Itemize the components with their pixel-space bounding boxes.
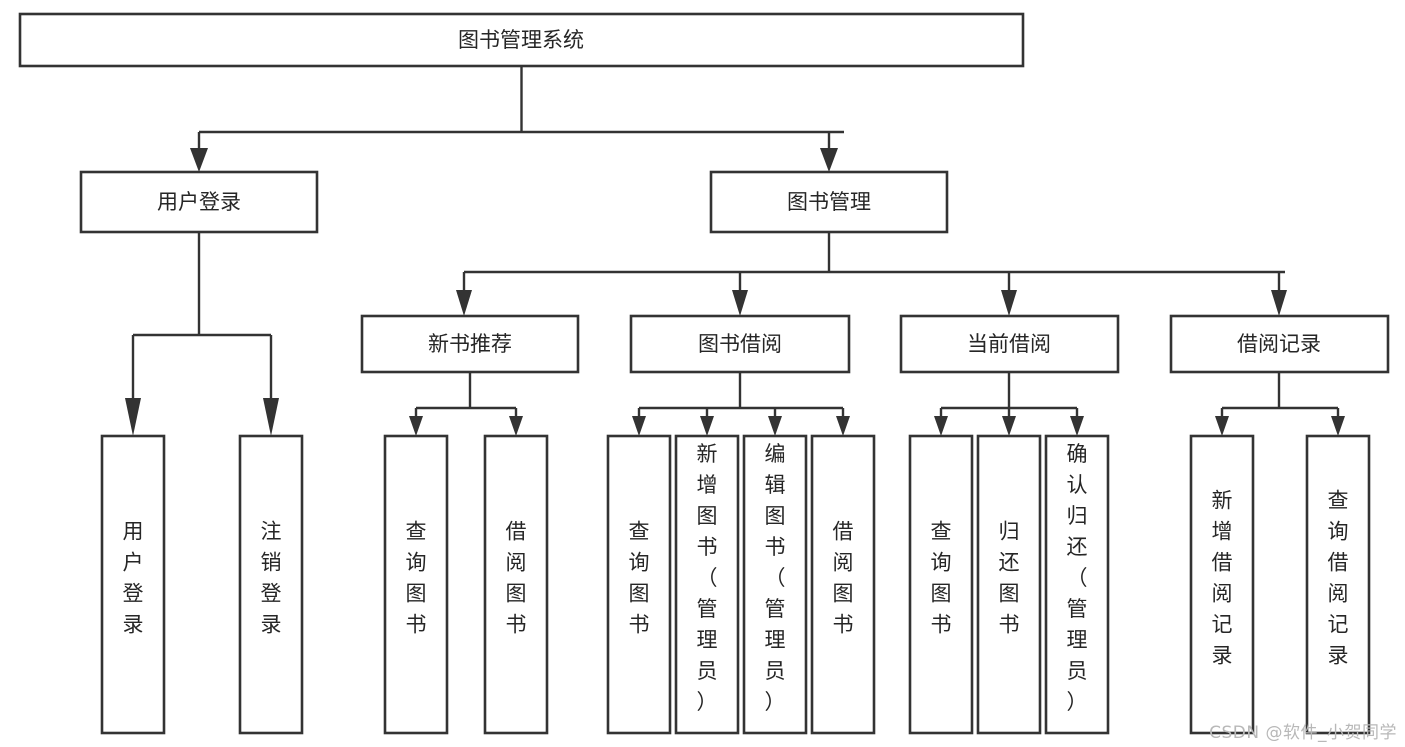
leaf-query-book-1-box[interactable] [383,434,449,735]
leaf-edit-book-label: 编辑图书（管理员） [765,442,786,714]
node-new-book-recommend-label: 新书推荐 [428,332,512,356]
node-borrow-record-label: 借阅记录 [1237,332,1321,356]
leaf-edit-book[interactable]: 编辑图书（管理员） [742,434,808,735]
node-new-book-recommend-box[interactable] [360,314,580,374]
arrow-head-leaf-query-book-3 [934,416,948,436]
leaf-borrow-book-1[interactable]: 借阅图书 [483,434,549,735]
leaf-query-record-box[interactable] [1305,434,1371,735]
node-root-box[interactable] [18,12,1025,68]
leaf-query-book-1[interactable]: 查询图书 [383,434,449,735]
leaf-add-book[interactable]: 新增图书（管理员） [674,434,740,735]
leaf-return-book-box[interactable] [976,434,1042,735]
arrow-head-userlogin [190,148,208,172]
leaf-query-book-2-box[interactable] [606,434,672,735]
arrow-head-leaf-confirm-return [1070,416,1084,436]
arrow-head-current-borrow [1001,290,1017,316]
leaf-add-book-label: 新增图书（管理员） [697,442,718,714]
node-current-borrow-box[interactable] [899,314,1120,374]
node-user-login-label: 用户登录 [157,190,241,214]
leaf-query-book-1-label: 查询图书 [406,520,427,637]
leaf-logout-label: 注销登录 [261,520,282,637]
node-book-borrow-box[interactable] [629,314,851,374]
csdn-watermark: CSDN @软件_小贺同学 [1209,723,1397,743]
node-user-login[interactable]: 用户登录 [79,170,319,234]
arrow-head-leaf-query-book-1 [409,416,423,436]
leaf-query-book-3[interactable]: 查询图书 [908,434,974,735]
node-root-label: 图书管理系统 [458,28,584,52]
leaf-borrow-book-2[interactable]: 借阅图书 [810,434,876,735]
node-borrow-record[interactable]: 借阅记录 [1169,314,1390,374]
node-current-borrow-label: 当前借阅 [967,332,1051,356]
leaf-user-login-box[interactable] [100,434,166,735]
leaf-query-record-label: 查询借阅记录 [1328,489,1349,668]
leaf-logout[interactable]: 注销登录 [238,434,304,735]
leaf-confirm-return[interactable]: 确认归还（管理员） [1044,434,1110,735]
leaf-add-record-box[interactable] [1189,434,1255,735]
arrow-head-leaf-add-record [1215,416,1229,436]
arrow-head-leaf-borrow-book-1 [509,416,523,436]
leaf-add-record[interactable]: 新增借阅记录 [1189,434,1255,735]
leaf-borrow-book-2-label: 借阅图书 [833,520,854,637]
node-new-book-recommend[interactable]: 新书推荐 [360,314,580,374]
arrow-head-leaf-query-book-2 [632,416,646,436]
node-book-manage[interactable]: 图书管理 [709,170,949,234]
leaf-confirm-return-box[interactable] [1044,434,1110,735]
arrow-head-bookmanage [820,148,838,172]
connector-layer [125,66,1345,436]
node-current-borrow[interactable]: 当前借阅 [899,314,1120,374]
leaf-query-book-3-label: 查询图书 [931,520,952,637]
node-borrow-record-box[interactable] [1169,314,1390,374]
leaf-user-login-label: 用户登录 [123,520,144,637]
arrow-head-leaf-borrow-book-2 [836,416,850,436]
leaf-borrow-book-1-label: 借阅图书 [506,520,527,637]
arrow-head-leaf-logout [263,398,279,436]
leaf-add-record-label: 新增借阅记录 [1212,489,1233,668]
arrow-head-borrow-record [1271,290,1287,316]
node-user-login-box[interactable] [79,170,319,234]
node-root[interactable]: 图书管理系统 [18,12,1025,68]
arrow-head-new-book-recommend [456,290,472,316]
arrow-head-leaf-edit-book [768,416,782,436]
arrow-head-leaf-query-record [1331,416,1345,436]
leaf-logout-box[interactable] [238,434,304,735]
leaf-query-book-2[interactable]: 查询图书 [606,434,672,735]
node-book-borrow-label: 图书借阅 [698,332,782,356]
leaf-borrow-book-1-box[interactable] [483,434,549,735]
leaf-borrow-book-2-box[interactable] [810,434,876,735]
leaf-query-book-2-label: 查询图书 [629,520,650,637]
node-book-borrow[interactable]: 图书借阅 [629,314,851,374]
leaf-edit-book-box[interactable] [742,434,808,735]
leaf-query-book-3-box[interactable] [908,434,974,735]
arrow-head-leaf-return-book [1002,416,1016,436]
arrow-head-leaf-add-book [700,416,714,436]
leaf-return-book[interactable]: 归还图书 [976,434,1042,735]
leaf-return-book-label: 归还图书 [999,520,1020,637]
leaf-user-login[interactable]: 用户登录 [100,434,166,735]
leaf-confirm-return-label: 确认归还（管理员） [1067,442,1088,714]
leaf-query-record[interactable]: 查询借阅记录 [1305,434,1371,735]
leaf-add-book-box[interactable] [674,434,740,735]
node-book-manage-box[interactable] [709,170,949,234]
arrow-head-leaf-user-login [125,398,141,436]
arrow-head-book-borrow [732,290,748,316]
node-book-manage-label: 图书管理 [787,190,871,214]
